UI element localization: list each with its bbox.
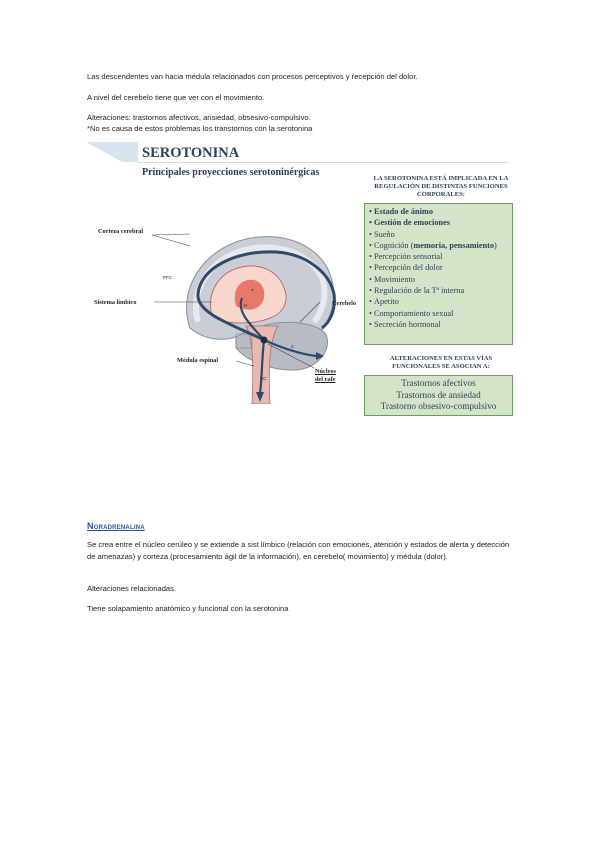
label-h: H <box>244 303 248 308</box>
functions-heading: LA SEROTONINA ESTÁ IMPLICADA EN LA REGUL… <box>373 175 509 198</box>
alteration-item: Trastornos de ansiedad <box>396 389 481 400</box>
alterations-box: Trastornos afectivos Trastornos de ansie… <box>364 375 513 416</box>
alterations-list: Trastornos afectivos Trastornos de ansie… <box>365 376 512 413</box>
title-rule <box>138 162 508 163</box>
label-c: C <box>291 344 295 349</box>
functions-list: Estado de ánimo Gestión de emociones Sue… <box>365 204 512 330</box>
functions-box: Estado de ánimo Gestión de emociones Sue… <box>364 203 513 345</box>
paragraph-cerebellum: A nivel del cerebelo tiene que ver con e… <box>87 93 265 102</box>
function-item: Gestión de emociones <box>369 217 512 228</box>
noradrenalina-overlap: Tiene solapamiento anatómico y funcional… <box>87 604 289 613</box>
limbic-core <box>234 279 265 310</box>
leader-spinal <box>235 360 255 367</box>
leader-cerebellum <box>299 301 321 323</box>
cortex-callout <box>235 333 253 349</box>
noradrenalina-alterations: Alteraciones relacionadas. <box>87 584 177 593</box>
pathway-cortex <box>196 250 336 342</box>
figure-title: SEROTONINA <box>142 145 240 161</box>
pathway-cerebellum <box>263 338 317 358</box>
label-t: T <box>251 288 254 293</box>
function-item: Apetito <box>369 296 512 307</box>
paragraph-descending-pathways: Las descendentes van hacia médula relaci… <box>87 72 418 81</box>
raphe-nucleus <box>260 336 268 344</box>
serotonin-figure: SEROTONINA Principales proyecciones sero… <box>86 142 514 416</box>
noradrenalina-heading: Noradrenalina <box>87 521 145 531</box>
alteration-item: Trastornos afectivos <box>401 378 476 388</box>
label-raphe-1: Núcleos <box>315 368 336 375</box>
function-item: Sueño <box>369 229 512 240</box>
pathway-limbic <box>239 297 265 341</box>
label-sc: SC <box>260 376 267 381</box>
label-raphe-2: del rafe <box>315 376 336 383</box>
brain-diagram <box>151 233 336 404</box>
arrow-cerebellum <box>316 352 324 360</box>
function-item: Comportamiento sexual <box>369 308 512 319</box>
noradrenalina-body: Se crea entre el núcleo cerúleo y se ext… <box>87 540 510 562</box>
arrow-spinal <box>256 392 264 402</box>
leader-cortex <box>151 234 191 247</box>
alteration-item: Trastorno obsesivo-compulsivo <box>380 401 497 412</box>
function-item: Regulación de la Tª interna <box>369 285 512 296</box>
function-item: Movimiento <box>369 274 512 285</box>
function-item: Secreción hormonal <box>369 319 512 330</box>
alterations-heading: ALTERACIONES EN ESTAS VÍAS FUNCIONALES S… <box>389 355 493 370</box>
label-limbic: Sistema límbico <box>94 299 137 306</box>
paragraph-note: *No es causa de estos problemas los tran… <box>87 124 313 133</box>
function-item: Cognición (memoria, pensamiento) <box>369 240 512 251</box>
pathway-spinal <box>258 339 266 395</box>
function-item: Percepción del dolor <box>369 262 512 273</box>
title-banner <box>86 142 138 162</box>
function-item: Estado de ánimo <box>369 206 512 217</box>
figure-subtitle: Principales proyecciones serotoninérgica… <box>142 167 320 178</box>
paragraph-alterations: Alteraciones: trastornos afectivos, ansi… <box>87 113 311 122</box>
leader-cortex-2 <box>151 233 191 236</box>
leader-raphe <box>267 343 315 369</box>
label-pfc: PFC <box>163 275 173 280</box>
label-cortex: Corteza cerebral <box>98 228 144 235</box>
label-spinal: Médula espinal <box>177 357 219 364</box>
function-item: Percepción sensorial <box>369 251 512 262</box>
label-cerebellum: Cerebelo <box>332 300 357 307</box>
